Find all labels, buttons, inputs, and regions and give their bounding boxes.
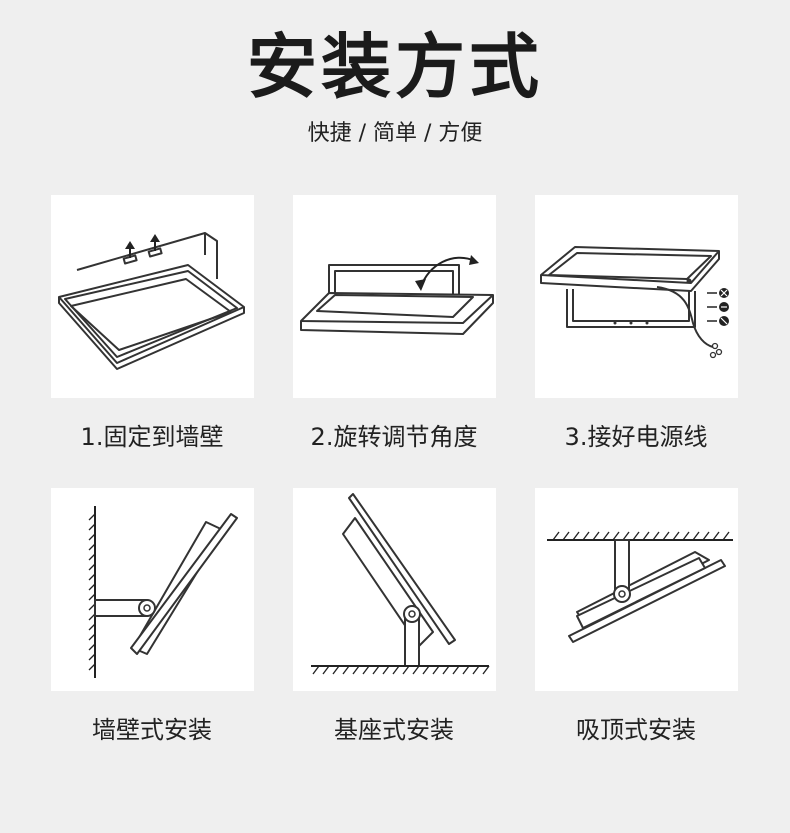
wall-mount-diagram <box>88 506 238 678</box>
step-1-caption: 1.固定到墙壁 <box>80 423 224 451</box>
step-1-illustration <box>51 195 254 398</box>
wall-fix-diagram <box>58 232 245 370</box>
ceiling-mount-caption: 吸顶式安装 <box>576 716 696 744</box>
step-3-caption: 3.接好电源线 <box>564 423 708 451</box>
base-mount-caption: 基座式安装 <box>334 716 454 744</box>
base-mount-illustration <box>293 488 496 691</box>
step-3-illustration <box>535 195 738 398</box>
page-subtitle: 快捷 / 简单 / 方便 <box>307 121 483 146</box>
wall-mount-caption: 墙壁式安装 <box>92 716 212 744</box>
base-mount-diagram <box>311 493 490 675</box>
ceiling-mount-illustration <box>535 488 738 691</box>
page-title: 安装方式 <box>247 26 543 108</box>
angle-adjust-diagram <box>300 255 494 335</box>
ceiling-mount-diagram <box>547 531 733 643</box>
step-2-caption: 2.旋转调节角度 <box>310 423 478 451</box>
power-wiring-diagram <box>540 246 729 359</box>
step-2-illustration <box>293 195 496 398</box>
wall-mount-illustration <box>51 488 254 691</box>
